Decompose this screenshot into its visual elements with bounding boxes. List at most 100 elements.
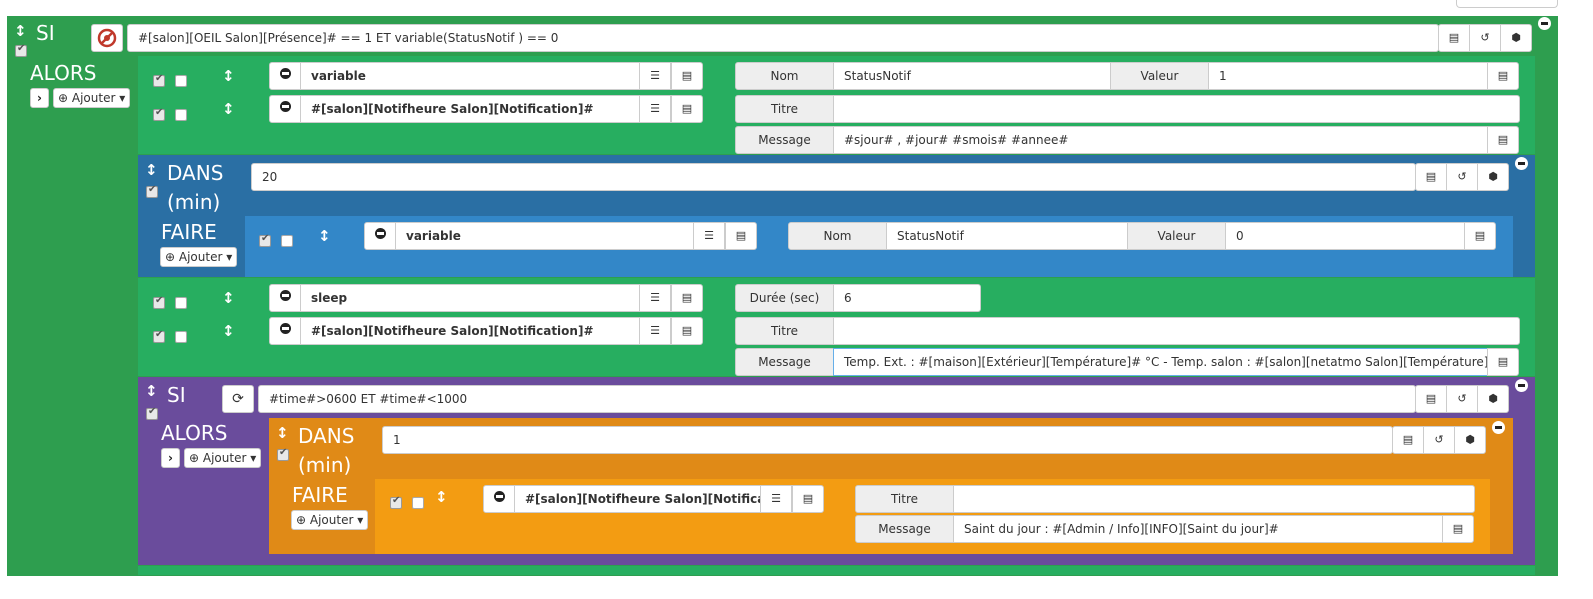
remove-dans-block-icon[interactable]	[1515, 157, 1528, 170]
si-condition-cube-button[interactable]: ⬢	[1500, 24, 1532, 52]
expand-button[interactable]: ›	[30, 88, 49, 108]
action-select-button[interactable]: ☰	[760, 485, 792, 513]
remove-action-button[interactable]	[269, 317, 301, 345]
cube-icon: ⬢	[1511, 31, 1521, 44]
expand-button[interactable]: ›	[161, 448, 180, 468]
titre-input[interactable]	[833, 317, 1520, 345]
dans-delay-input[interactable]: 20	[251, 163, 1416, 191]
action-command-input[interactable]: #[salon][Notifheure Salon][Notification]…	[300, 95, 640, 123]
move-action-icon[interactable]: ↕	[222, 322, 235, 340]
action-parallel-checkbox[interactable]	[412, 497, 424, 509]
message-input[interactable]: Saint du jour : #[Admin / Info][INFO][Sa…	[953, 515, 1443, 543]
message-input[interactable]: #sjour# , #jour# #smois# #annee#	[833, 126, 1488, 154]
action-command-input[interactable]: #[salon][Notifheure Salon][Notificatio	[514, 485, 761, 513]
action-list-button[interactable]: ▤	[671, 95, 703, 123]
action-select-button[interactable]: ☰	[639, 95, 671, 123]
move-action-icon[interactable]: ↕	[318, 227, 331, 245]
remove-action-button[interactable]	[269, 95, 301, 123]
valeur-input[interactable]: 1	[1208, 62, 1488, 90]
action-command-input[interactable]: sleep	[300, 284, 640, 312]
remove-action-button[interactable]	[269, 62, 301, 90]
action-enable-checkbox[interactable]	[153, 107, 165, 121]
move-action-icon[interactable]: ↕	[435, 488, 448, 506]
duree-input[interactable]: 6	[833, 284, 981, 312]
nom-input[interactable]: StatusNotif	[886, 222, 1128, 250]
faire-add-button[interactable]: ⊕ Ajouter ▾	[160, 247, 238, 267]
action-list-button[interactable]: ▤	[671, 62, 703, 90]
action-command-input[interactable]: #[salon][Notifheure Salon][Notification]…	[300, 317, 640, 345]
action-list-button[interactable]: ▤	[792, 485, 824, 513]
alors-add-button[interactable]: ⊕ Ajouter ▾	[53, 88, 131, 108]
action-parallel-checkbox[interactable]	[175, 331, 187, 343]
dans-unit: (min)	[298, 453, 352, 477]
si-condition-list-button[interactable]: ▤	[1415, 385, 1447, 413]
action-enable-checkbox[interactable]	[153, 329, 165, 343]
refresh-condition-button[interactable]: ⟳	[222, 385, 254, 413]
message-list-button[interactable]: ▤	[1487, 348, 1519, 376]
disable-condition-button[interactable]	[91, 24, 123, 52]
dans-cube-button[interactable]: ⬢	[1477, 163, 1509, 191]
action-enable-checkbox[interactable]	[390, 495, 402, 509]
move-action-icon[interactable]: ↕	[222, 100, 235, 118]
alors-add-button[interactable]: ⊕ Ajouter ▾	[184, 448, 262, 468]
action-list-button[interactable]: ▤	[725, 222, 757, 250]
dans-history-button[interactable]: ↺	[1446, 163, 1478, 191]
caret-down-icon: ▾	[226, 250, 233, 264]
action-select-button[interactable]: ☰	[693, 222, 725, 250]
si-enable-checkbox[interactable]	[15, 43, 27, 57]
action-parallel-checkbox[interactable]	[175, 109, 187, 121]
dans-list-button[interactable]: ▤	[1415, 163, 1447, 191]
action-enable-checkbox[interactable]	[153, 73, 165, 87]
action-parallel-checkbox[interactable]	[281, 235, 293, 247]
move-si-icon[interactable]: ↕	[145, 382, 158, 400]
dans-enable-checkbox[interactable]	[146, 184, 158, 198]
action-command-input[interactable]: variable	[300, 62, 640, 90]
si-condition-history-button[interactable]: ↺	[1446, 385, 1478, 413]
dans-list-button[interactable]: ▤	[1392, 426, 1424, 454]
remove-si-block-icon[interactable]	[1515, 379, 1528, 392]
action-enable-checkbox[interactable]	[259, 233, 271, 247]
move-si-icon[interactable]: ↕	[14, 22, 27, 40]
action-parallel-checkbox[interactable]	[175, 75, 187, 87]
action-parallel-checkbox[interactable]	[175, 297, 187, 309]
duree-label: Durée (sec)	[735, 284, 834, 312]
action-select-button[interactable]: ☰	[639, 317, 671, 345]
valeur-input[interactable]: 0	[1225, 222, 1465, 250]
message-input[interactable]: Temp. Ext. : #[maison][Extérieur][Tempér…	[833, 348, 1488, 376]
action-select-button[interactable]: ☰	[639, 62, 671, 90]
top-right-button[interactable]	[1456, 0, 1558, 8]
titre-input[interactable]	[833, 95, 1520, 123]
dans-delay-input[interactable]: 1	[382, 426, 1393, 454]
si-condition-input[interactable]: #time#>0600 ET #time#<1000	[258, 385, 1416, 413]
valeur-list-button[interactable]: ▤	[1464, 222, 1496, 250]
dans-history-button[interactable]: ↺	[1423, 426, 1455, 454]
cube-icon: ⬢	[1488, 392, 1498, 405]
nom-input[interactable]: StatusNotif	[833, 62, 1111, 90]
remove-si-block-icon[interactable]	[1538, 17, 1551, 30]
message-list-button[interactable]: ▤	[1442, 515, 1474, 543]
remove-action-button[interactable]	[483, 485, 515, 513]
si-condition-list-button[interactable]: ▤	[1438, 24, 1470, 52]
remove-dans-block-icon[interactable]	[1492, 421, 1505, 434]
remove-action-button[interactable]	[269, 284, 301, 312]
move-dans-icon[interactable]: ↕	[145, 161, 158, 179]
si-condition-input[interactable]: #[salon][OEIL Salon][Présence]# == 1 ET …	[127, 24, 1439, 52]
dans-cube-button[interactable]: ⬢	[1454, 426, 1486, 454]
si-enable-checkbox[interactable]	[146, 406, 158, 420]
action-list-button[interactable]: ▤	[671, 284, 703, 312]
remove-action-button[interactable]	[364, 222, 396, 250]
action-command-input[interactable]: variable	[395, 222, 694, 250]
move-dans-icon[interactable]: ↕	[276, 424, 289, 442]
si-condition-cube-button[interactable]: ⬢	[1477, 385, 1509, 413]
action-enable-checkbox[interactable]	[153, 295, 165, 309]
si-condition-history-button[interactable]: ↺	[1469, 24, 1501, 52]
move-action-icon[interactable]: ↕	[222, 67, 235, 85]
titre-input[interactable]	[953, 485, 1475, 513]
move-action-icon[interactable]: ↕	[222, 289, 235, 307]
action-select-button[interactable]: ☰	[639, 284, 671, 312]
action-list-button[interactable]: ▤	[671, 317, 703, 345]
dans-enable-checkbox[interactable]	[277, 447, 289, 461]
valeur-list-button[interactable]: ▤	[1487, 62, 1519, 90]
faire-add-button[interactable]: ⊕ Ajouter ▾	[291, 510, 369, 530]
message-list-button[interactable]: ▤	[1487, 126, 1519, 154]
